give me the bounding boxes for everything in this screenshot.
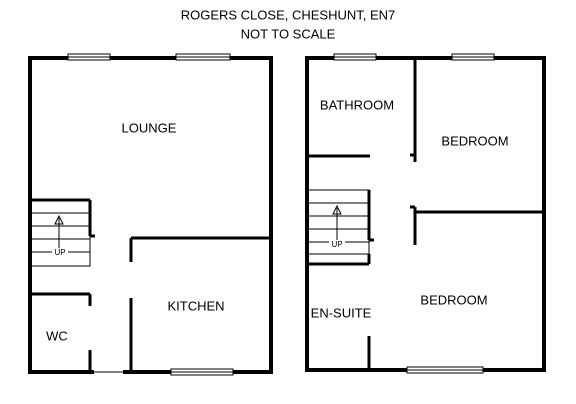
address-title: ROGERS CLOSE, CHESHUNT, EN7 bbox=[181, 7, 396, 22]
stairs-label-bg bbox=[52, 248, 68, 257]
room-label-kitchen: KITCHEN bbox=[167, 298, 224, 313]
ground-floor-outer-wall bbox=[28, 56, 273, 374]
room-label-bathroom: BATHROOM bbox=[320, 97, 394, 112]
stairs-up-label: UP bbox=[54, 248, 65, 257]
scale-note: NOT TO SCALE bbox=[241, 26, 336, 41]
first-floor: UP BATHROOM BEDROOM BEDROOM EN-SUITE bbox=[305, 53, 546, 374]
ground-floor-stairs: UP bbox=[29, 199, 91, 267]
room-label-lounge: LOUNGE bbox=[122, 120, 177, 135]
room-label-wc: WC bbox=[46, 328, 68, 343]
stairs-label-bg bbox=[329, 240, 345, 249]
stairs-arrow-icon bbox=[54, 214, 64, 225]
ground-floor-outer-wall-left bbox=[28, 56, 94, 374]
first-floor-stairs: UP bbox=[306, 189, 370, 255]
ground-floor: UP LOUNGE KITCHEN WC bbox=[28, 53, 273, 376]
room-label-bedroom-2: BEDROOM bbox=[420, 292, 487, 307]
room-label-en-suite: EN-SUITE bbox=[311, 305, 372, 320]
stairs-arrow-icon bbox=[332, 204, 342, 215]
room-label-bedroom-1: BEDROOM bbox=[441, 133, 508, 148]
stairs-up-label: UP bbox=[331, 240, 342, 249]
